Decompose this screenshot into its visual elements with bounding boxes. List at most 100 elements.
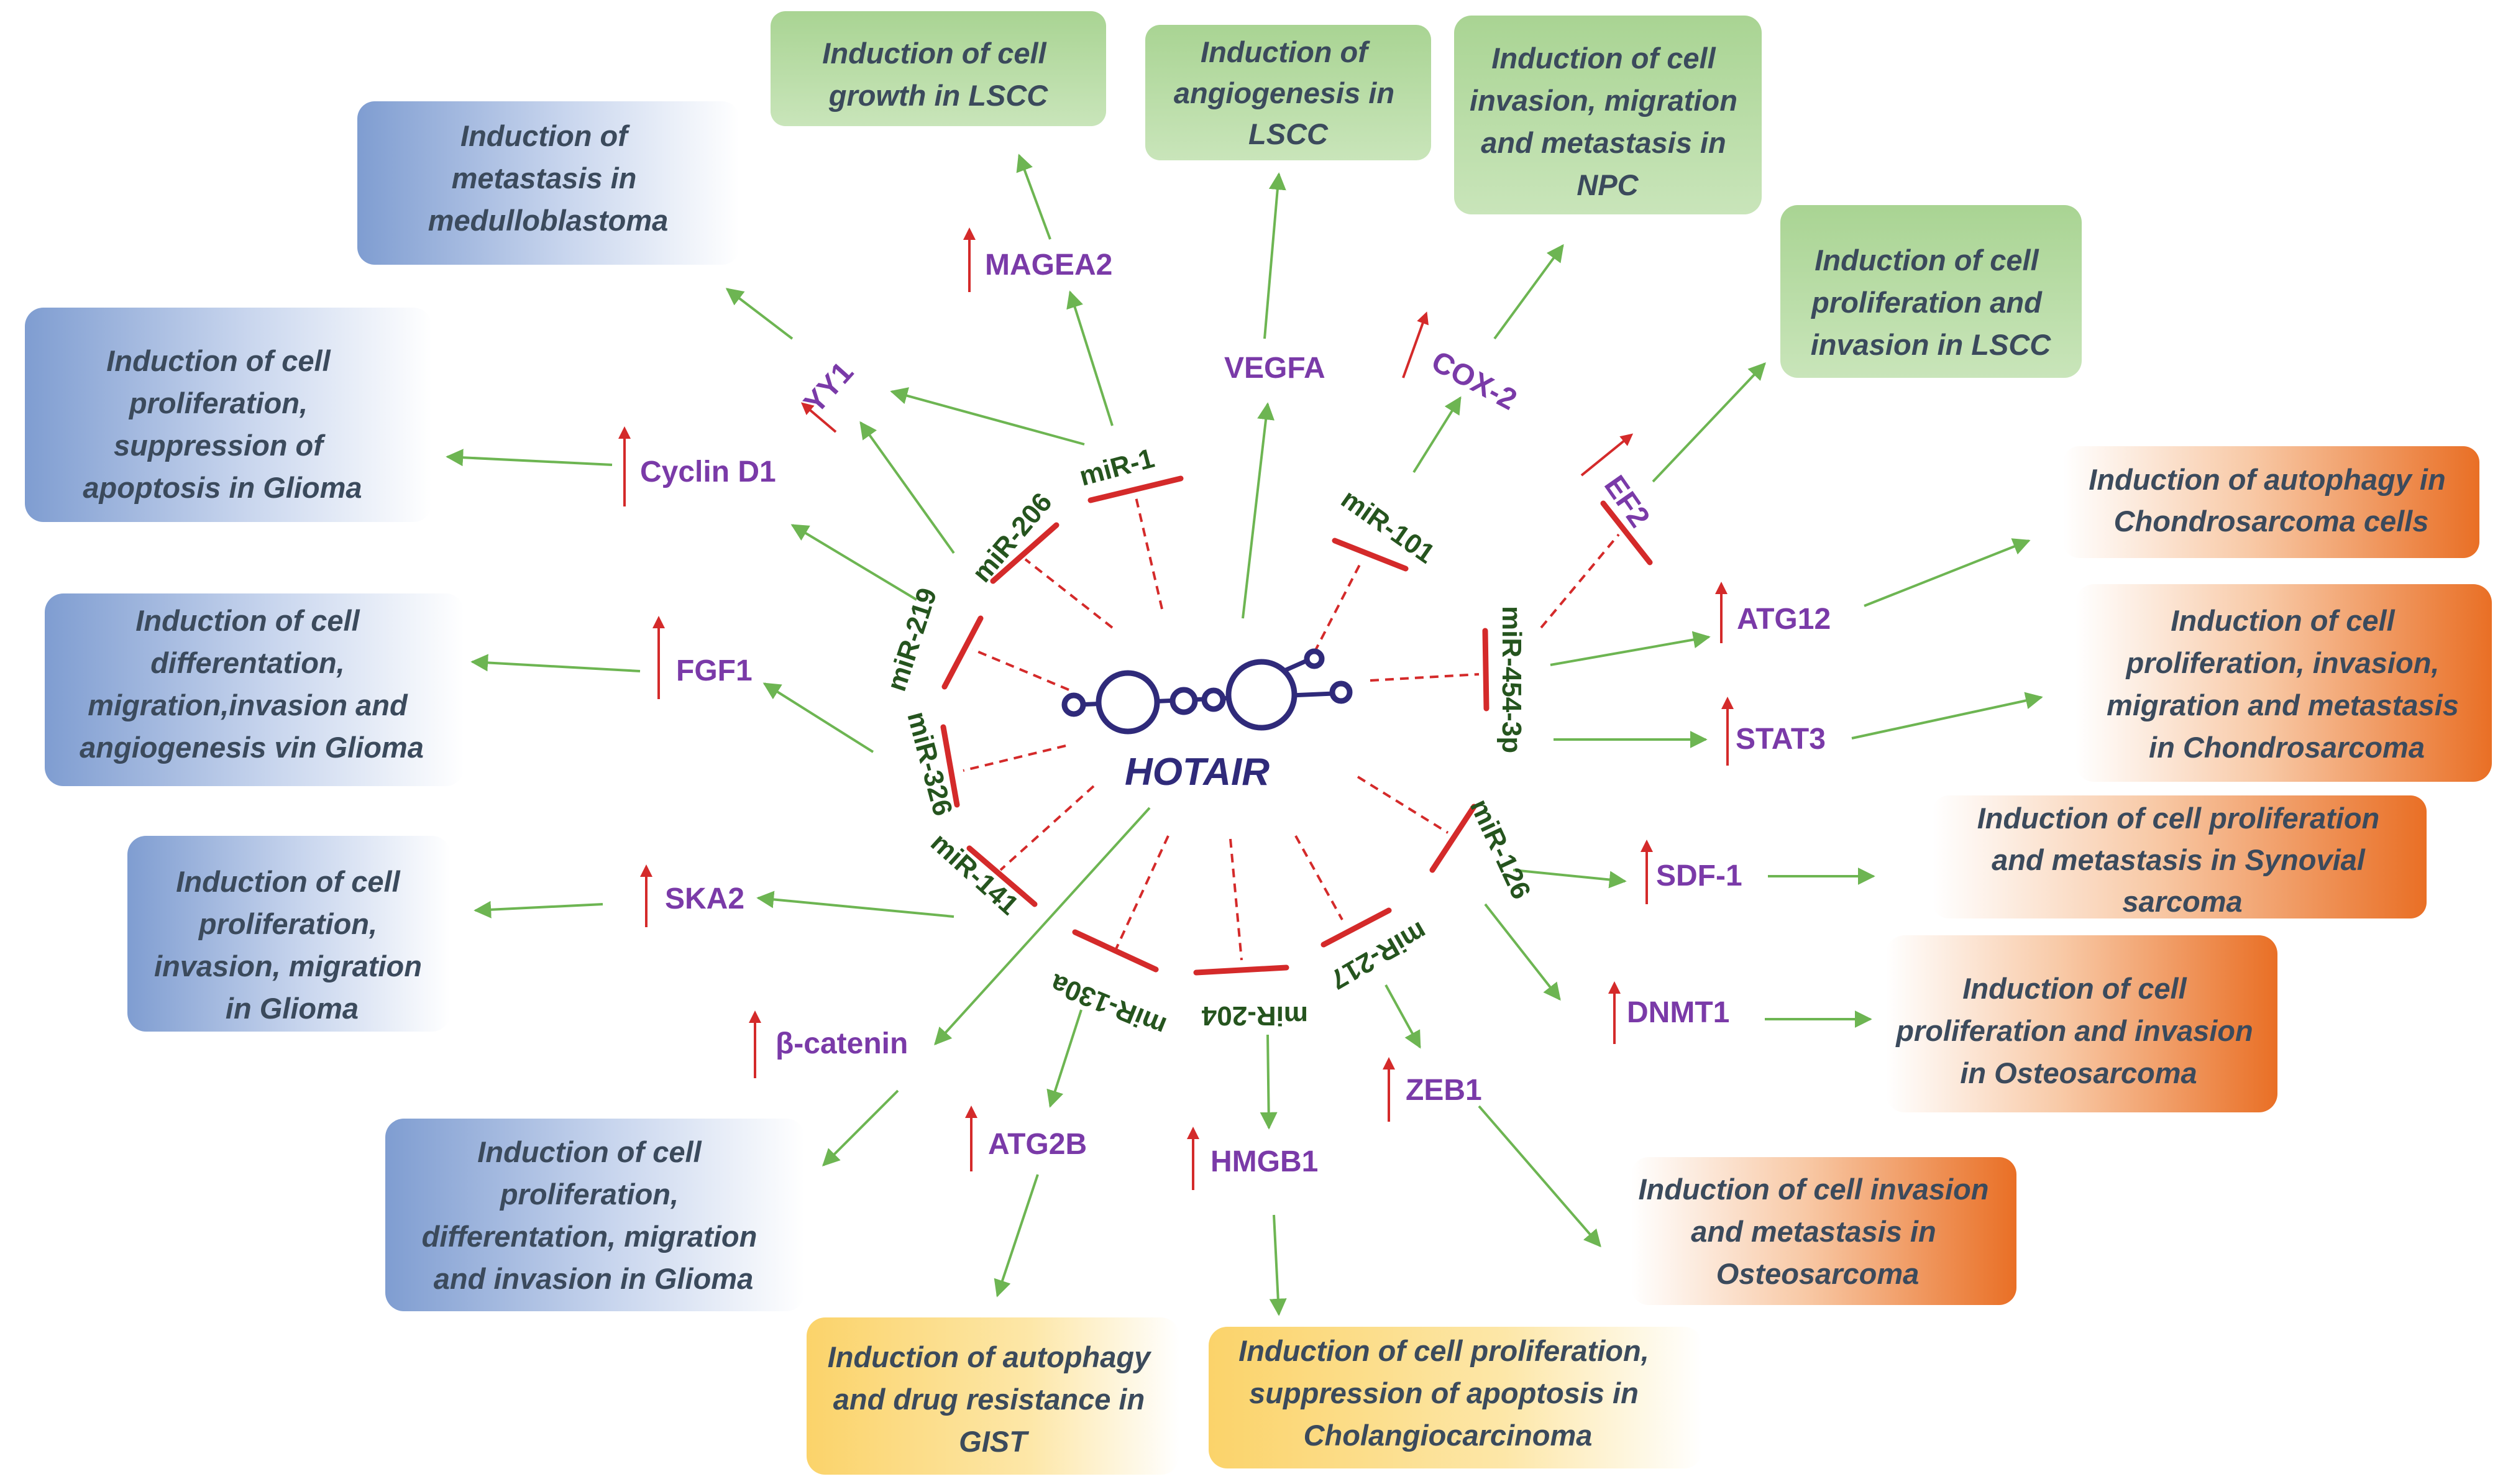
box-glioma-ska2: Induction of cell proliferation, invasio… [127,836,451,1032]
box-line: apoptosis in Glioma [83,471,362,504]
box-line: migration,invasion and [88,689,408,721]
arrow-mir204-hmgb1 [1260,1034,1278,1130]
target-magea2: MAGEA2 [985,249,1112,282]
box-line: Induction of autophagy in [2089,463,2445,496]
mirna-mir126: miR-126 [1464,795,1537,904]
arrow-bcatenin-box [822,1089,899,1166]
mirna-mir101: miR-101 [1335,483,1440,569]
hotair-label: HOTAIR [1125,751,1270,794]
hotair-structure-icon [1061,648,1353,735]
dashed-link-mir204 [1229,838,1243,961]
arrow-mir1-magea2 [1066,290,1114,426]
arrow-mir219-fgf1 [790,524,918,601]
target-atg12: ATG12 [1737,603,1831,636]
target-ska2: SKA2 [665,882,744,915]
box-line: and drug resistance in [833,1383,1145,1416]
target-labels: MAGEA2 VEGFA COX-2 YY1 Cyclin D1 EF2 FGF… [640,249,1831,1178]
arrow-mir101-cox2 [1412,396,1462,474]
arrow-atg2b-gist [994,1174,1039,1298]
svg-text:Induction of cell prol: Induction of cell proliferation, suppres… [83,344,362,504]
target-hmgb1: HMGB1 [1211,1145,1318,1178]
box-line: Cholangiocarcinoma [1304,1419,1593,1452]
box-line: Induction of cell invasion [1638,1173,1989,1206]
box-line: growth in LSCC [828,79,1049,112]
target-bcatenin: β-catenin [776,1027,908,1060]
box-line: and metastasis in [1481,126,1726,159]
box-line: and metastasis in Synovial [1992,843,2366,876]
mirna-mir141: miR-141 [925,827,1024,921]
box-line: differentation, [150,646,344,679]
arrow-mir454-atg12 [1550,631,1711,666]
box-glioma-bcatenin: Induction of cell proliferation, differe… [385,1119,805,1311]
arrow-mir126-dnmt1 [1484,903,1561,1001]
dashed-link-ef2 [1540,533,1620,629]
svg-text:Induction of cell diff: Induction of cell differentation, migrat… [80,604,424,764]
svg-text:Induction of cell prol: Induction of cell proliferation, differe… [422,1135,766,1295]
inhibit-bar-mir126 [1429,804,1477,873]
box-line: Induction of cell proliferation, [1238,1334,1649,1367]
box-line: Induction of cell [176,865,400,898]
inhibit-bar-ef2 [1600,500,1653,566]
svg-text:Induction of cell prol: Induction of cell proliferation, invasio… [154,865,430,1025]
arrow-ska2-box [474,900,603,918]
box-line: Induction of cell proliferation [1977,802,2380,835]
up-arrow-ef2 [1580,433,1634,477]
mirna-labels: miR-1 miR-206 miR-101 miR-219 miR-454-3p… [881,443,1537,1042]
box-line: Induction of cell [2171,604,2395,637]
arrow-cyclin-box [446,449,613,467]
box-line: angiogenesis vin Glioma [80,731,424,764]
arrow-yy1-medullo [725,288,794,340]
arrow-mir126-sdf1 [1513,869,1627,889]
dashed-link-mir454 [1370,673,1480,682]
svg-text:Induction of cell prol: Induction of cell proliferation, invasio… [2107,604,2467,764]
box-line: proliferation, [499,1178,679,1211]
box-medulloblastoma: Induction of metastasis in medulloblasto… [357,101,739,265]
svg-text:Induction of cell prol: Induction of cell proliferation and inva… [1895,972,2261,1089]
box-lscc-growth: Induction of cell growth in LSCC [771,11,1106,126]
target-ef2: EF2 [1598,470,1656,534]
box-line: Induction of autophagy [828,1340,1152,1373]
box-synovial: Induction of cell proliferation and meta… [1933,795,2427,918]
target-zeb1: ZEB1 [1406,1074,1482,1107]
arrow-vegfa-box [1263,172,1286,339]
box-line: Induction of cell [1491,42,1716,75]
box-osteo-invasion: Induction of cell invasion and metastasi… [1631,1157,2016,1305]
arrow-magea2-box [1016,153,1051,240]
box-line: Induction of cell [106,344,331,377]
mirna-mir219: miR-219 [881,584,943,695]
inhibit-bar-mir204 [1193,964,1289,976]
box-chondro-proliferation: Induction of cell proliferation, invasio… [2076,584,2492,782]
dashed-link-mir101 [1313,562,1362,653]
svg-text:Induction of autophagy in: Induction of autophagy in Chondrosarcoma… [2089,463,2453,538]
arrow-mir206-cyclin [859,421,955,554]
box-chondro-autophagy: Induction of autophagy in Chondrosarcoma… [2063,446,2479,558]
arrow-mir217-zeb1 [1384,984,1421,1049]
dashed-link-mir141 [999,785,1095,871]
inhibit-bar-mir454 [1482,628,1490,712]
box-line: Induction of cell [135,604,360,637]
inhibit-bar-mir326 [940,724,960,808]
arrow-cox2-npc [1493,244,1564,340]
svg-text:Induction of cell prol: Induction of cell proliferation and inva… [1810,244,2051,361]
box-lscc-angiogenesis: Induction of angiogenesis in LSCC [1145,25,1431,160]
dashed-link-mir130a [1111,835,1169,958]
arrow-fgf1-box [470,654,641,672]
mirna-mir454: miR-454-3p [1496,606,1527,753]
arrow-stat3-box [1851,692,2043,740]
inhibit-bar-mir1 [1087,475,1184,503]
box-line: proliferation and invasion [1895,1014,2253,1047]
box-line: Osteosarcoma [1716,1257,1920,1290]
box-line: in Osteosarcoma [1960,1056,2197,1089]
dashed-link-mir1 [1135,497,1163,610]
box-line: in Glioma [226,992,359,1025]
box-line: invasion, migration [1470,84,1737,117]
mirna-mir217: miR-217 [1325,915,1432,995]
box-line: proliferation, [198,907,377,940]
target-yy1: YY1 [798,355,860,419]
box-gist: Induction of autophagy and drug resistan… [807,1317,1179,1475]
inhibit-bar-mir217 [1320,907,1392,948]
box-glioma-fgf1: Induction of cell differentation, migrat… [45,593,464,786]
box-line: differentation, migration [422,1220,757,1253]
box-line: Induction of cell [1815,244,2039,277]
box-line: proliferation and [1810,286,2043,319]
